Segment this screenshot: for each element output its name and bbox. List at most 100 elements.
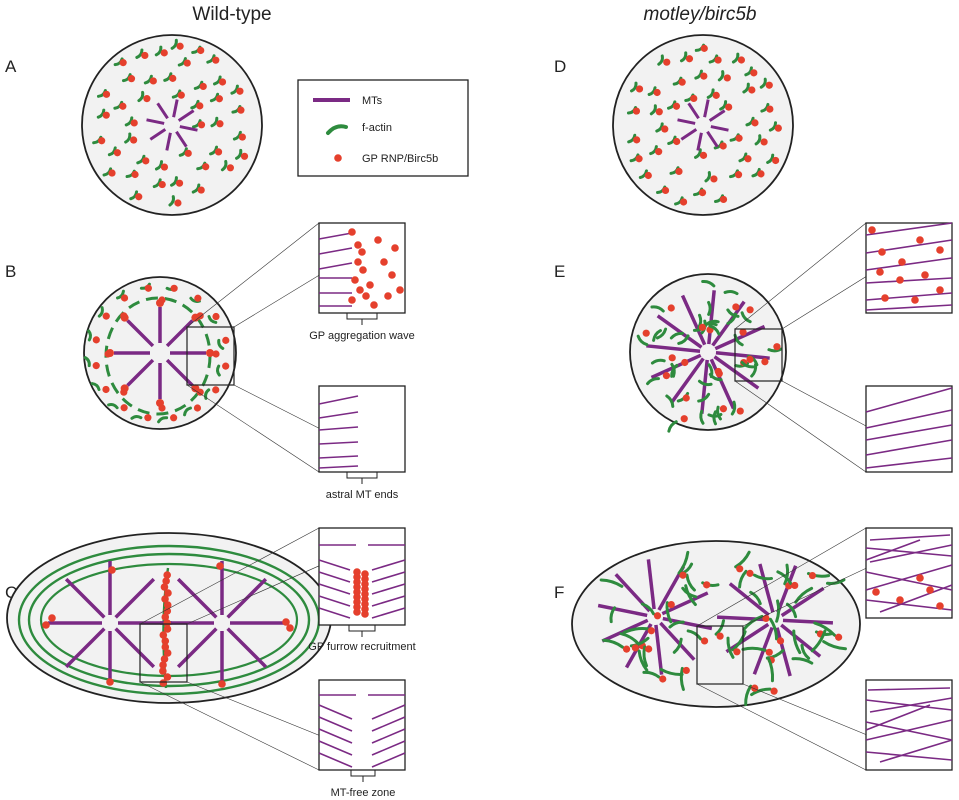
cell-outline xyxy=(629,273,787,431)
gp-granule xyxy=(732,303,740,311)
gp-granule xyxy=(808,571,817,580)
connector-line xyxy=(139,527,320,625)
gp-granule xyxy=(159,631,168,639)
f-actin xyxy=(191,183,201,194)
microtubule xyxy=(661,591,709,616)
f-actin xyxy=(717,70,725,82)
microtubule xyxy=(865,547,953,557)
gp-granule xyxy=(878,248,886,256)
cell-d xyxy=(612,34,794,216)
microtubule xyxy=(226,627,268,669)
gp-granule xyxy=(163,619,171,627)
f-actin xyxy=(681,586,698,599)
gp-granule xyxy=(216,562,224,570)
microtubule xyxy=(597,603,648,618)
f-actin xyxy=(714,619,726,636)
gp-granule xyxy=(881,294,889,302)
gp-granule xyxy=(144,284,152,292)
f-actin xyxy=(686,629,703,641)
f-actin xyxy=(599,578,624,588)
gp-granule xyxy=(351,276,359,284)
gp-granule xyxy=(396,286,404,294)
f-actin xyxy=(638,169,648,179)
f-actin xyxy=(190,99,200,110)
microtubule xyxy=(869,534,951,541)
microtubule xyxy=(710,125,729,132)
gp-granule xyxy=(354,241,362,249)
microtubule xyxy=(706,130,719,148)
cell-f xyxy=(571,540,861,708)
f-actin xyxy=(619,632,640,646)
microtubule xyxy=(728,582,770,617)
microtubule xyxy=(371,704,406,720)
gp-granule xyxy=(835,633,843,641)
f-actin xyxy=(694,69,703,80)
gp-granule xyxy=(161,643,170,651)
gp-granule xyxy=(356,286,364,294)
f-actin xyxy=(738,152,748,163)
zoom-region xyxy=(696,625,744,685)
gp-granule xyxy=(158,180,166,189)
gp-granule xyxy=(102,312,110,320)
f-actin xyxy=(730,400,737,416)
gp-granule xyxy=(42,621,50,629)
zoom-region xyxy=(139,623,188,683)
f-actin xyxy=(741,646,767,652)
f-actin xyxy=(649,145,658,156)
cell-c xyxy=(6,532,332,704)
gp-granule xyxy=(644,171,652,180)
microtubule xyxy=(715,351,770,360)
f-actin xyxy=(217,338,225,350)
f-actin xyxy=(136,154,146,165)
legend-actin-swatch xyxy=(326,124,348,135)
gp-granule xyxy=(92,362,100,370)
microtubule xyxy=(865,439,953,456)
f-actin xyxy=(760,102,770,113)
microtubule xyxy=(371,728,406,744)
microtubule xyxy=(149,128,167,141)
f-actin xyxy=(90,382,101,391)
f-actin xyxy=(751,167,761,178)
gp-granule xyxy=(760,138,768,146)
gp-granule xyxy=(104,350,112,358)
gp-granule xyxy=(92,336,100,344)
f-actin xyxy=(137,90,145,103)
gp-granule xyxy=(222,362,230,370)
f-actin xyxy=(630,81,638,93)
microtubule xyxy=(867,687,951,691)
gp-granule xyxy=(169,74,177,82)
f-actin xyxy=(704,319,720,326)
gp-granule xyxy=(218,78,227,86)
microtubule xyxy=(865,457,953,469)
gp-granule xyxy=(197,46,205,55)
microtubule xyxy=(318,583,351,595)
gp-granule xyxy=(130,136,138,144)
f-actin xyxy=(740,360,755,369)
gp-granule xyxy=(723,74,731,82)
microtubule xyxy=(318,441,359,445)
f-actin xyxy=(152,178,162,189)
inset-frame xyxy=(865,527,953,619)
callout-c-bottom: MT-free zone xyxy=(331,770,395,799)
gp-granule xyxy=(218,680,226,688)
gp-granule xyxy=(774,124,782,132)
f-actin xyxy=(766,153,775,164)
gp-granule xyxy=(127,75,136,83)
f-actin xyxy=(170,176,178,187)
gp-granule xyxy=(119,59,127,67)
microtubule xyxy=(680,128,698,141)
microtubule xyxy=(725,622,770,654)
gp-granule xyxy=(216,120,224,128)
f-actin xyxy=(647,86,657,96)
callout-b-top: GP aggregation wave xyxy=(309,313,415,342)
gp-granule xyxy=(159,667,167,675)
gp-granule xyxy=(120,388,128,396)
microtubule xyxy=(176,577,218,619)
callout-astral-mt-ends: astral MT ends xyxy=(326,489,399,501)
f-actin xyxy=(655,327,668,340)
gp-granule xyxy=(675,167,683,175)
f-actin xyxy=(726,312,737,325)
connector-line xyxy=(139,681,320,771)
gp-granule xyxy=(222,336,230,344)
gp-granule xyxy=(719,405,728,413)
